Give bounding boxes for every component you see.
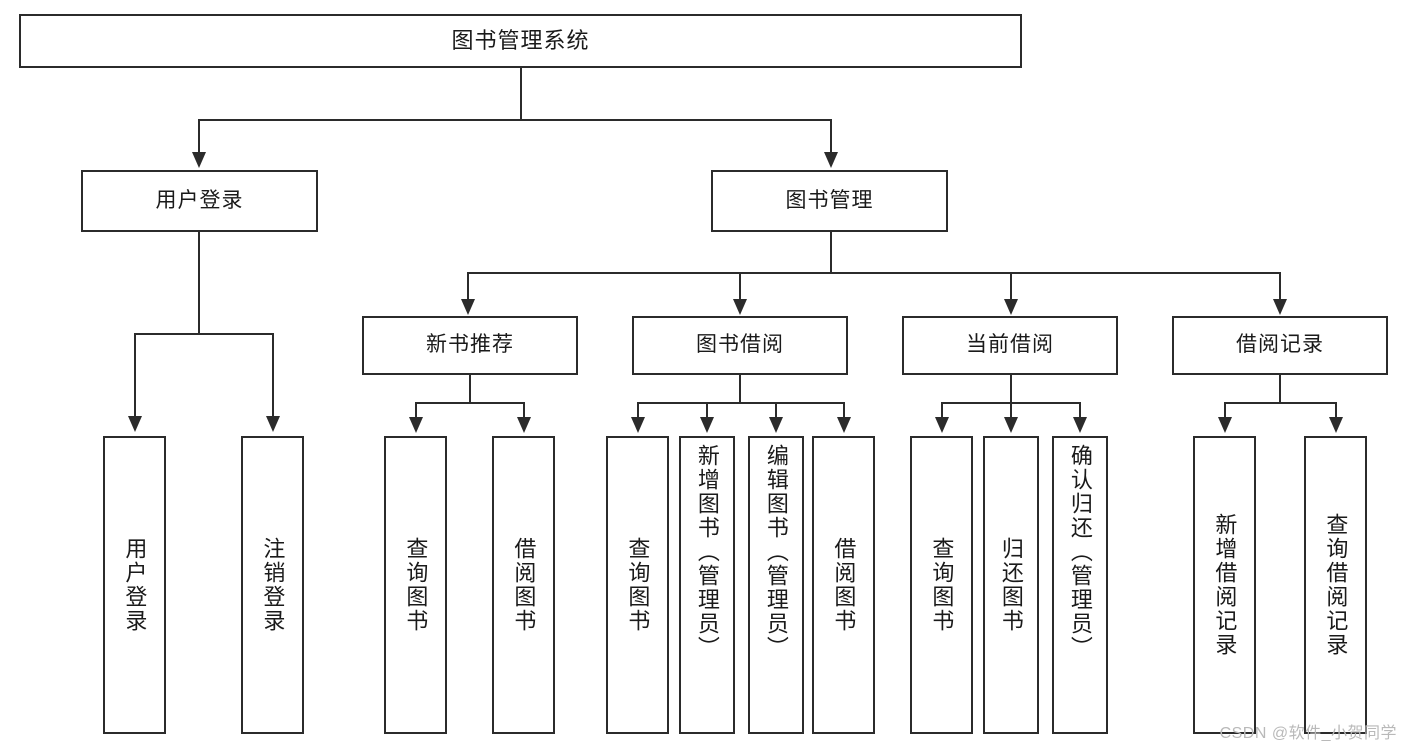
connector-drop-new-book bbox=[467, 272, 469, 300]
connector-drop-br-add bbox=[1224, 402, 1226, 418]
leaf-newbook-borrow-book[interactable]: 借阅图书 bbox=[492, 436, 555, 734]
connector-user-login-bus bbox=[134, 333, 272, 335]
connector-drop-bb-query bbox=[637, 402, 639, 418]
leaf-user-login[interactable]: 用户登录 bbox=[103, 436, 166, 734]
node-label: 查询图书 bbox=[929, 537, 955, 633]
connector-drop-nb-borrow bbox=[523, 402, 525, 418]
node-new-book-recommend[interactable]: 新书推荐 bbox=[362, 316, 578, 375]
arrowhead-borrow-record bbox=[1273, 299, 1287, 315]
leaf-record-query[interactable]: 查询借阅记录 bbox=[1304, 436, 1367, 734]
node-label: 查询图书 bbox=[625, 537, 651, 633]
connector-drop-user-login bbox=[198, 119, 200, 153]
leaf-newbook-query-book[interactable]: 查询图书 bbox=[384, 436, 447, 734]
node-label: 当前借阅 bbox=[966, 333, 1054, 357]
node-label: 新增图书（管理员） bbox=[694, 444, 720, 660]
connector-drop-cb-query bbox=[941, 402, 943, 418]
node-label: 查询图书 bbox=[403, 537, 429, 633]
leaf-borrow-add-book[interactable]: 新增图书（管理员） bbox=[679, 436, 735, 734]
node-label: 查询借阅记录 bbox=[1323, 513, 1349, 657]
connector-drop-bb-borrow bbox=[843, 402, 845, 418]
node-user-login[interactable]: 用户登录 bbox=[81, 170, 318, 232]
connector-borrow-record-bus bbox=[1224, 402, 1335, 404]
arrowhead-bb-add bbox=[700, 417, 714, 433]
node-label: 确认归还（管理员） bbox=[1067, 444, 1093, 660]
arrowhead-user-login bbox=[192, 152, 206, 168]
arrowhead-new-book bbox=[461, 299, 475, 315]
arrowhead-book-borrow bbox=[733, 299, 747, 315]
node-root-system[interactable]: 图书管理系统 bbox=[19, 14, 1022, 68]
connector-root-stem bbox=[520, 68, 522, 120]
connector-new-book-stem bbox=[469, 375, 471, 403]
connector-book-borrow-stem bbox=[739, 375, 741, 403]
node-label: 借阅图书 bbox=[831, 537, 857, 633]
arrowhead-cb-return bbox=[1004, 417, 1018, 433]
arrowhead-bb-query bbox=[631, 417, 645, 433]
arrowhead-bb-edit bbox=[769, 417, 783, 433]
node-label: 图书管理系统 bbox=[451, 28, 590, 54]
arrowhead-nb-borrow bbox=[517, 417, 531, 433]
arrowhead-br-add bbox=[1218, 417, 1232, 433]
leaf-record-add[interactable]: 新增借阅记录 bbox=[1193, 436, 1256, 734]
connector-drop-bb-edit bbox=[775, 402, 777, 418]
connector-new-book-bus bbox=[415, 402, 523, 404]
node-label: 借阅图书 bbox=[511, 537, 537, 633]
connector-drop-book-manage bbox=[830, 119, 832, 153]
node-label: 借阅记录 bbox=[1236, 333, 1324, 357]
connector-book-borrow-bus bbox=[637, 402, 845, 404]
node-label: 图书管理 bbox=[785, 188, 874, 212]
arrowhead-cb-query bbox=[935, 417, 949, 433]
node-label: 新增借阅记录 bbox=[1212, 513, 1238, 657]
connector-borrow-record-stem bbox=[1279, 375, 1281, 403]
node-book-borrow[interactable]: 图书借阅 bbox=[632, 316, 848, 375]
arrowhead-nb-query bbox=[409, 417, 423, 433]
arrowhead-bb-borrow bbox=[837, 417, 851, 433]
connector-current-borrow-stem bbox=[1010, 375, 1012, 403]
connector-drop-leaf-user-login bbox=[134, 333, 136, 417]
leaf-borrow-query-book[interactable]: 查询图书 bbox=[606, 436, 669, 734]
node-label: 用户登录 bbox=[122, 537, 148, 633]
leaf-logout[interactable]: 注销登录 bbox=[241, 436, 304, 734]
node-label: 编辑图书（管理员） bbox=[763, 444, 789, 660]
arrowhead-cb-confirm bbox=[1073, 417, 1087, 433]
connector-drop-leaf-logout bbox=[272, 333, 274, 417]
arrowhead-leaf-user-login bbox=[128, 416, 142, 432]
node-label: 图书借阅 bbox=[696, 333, 784, 357]
connector-drop-br-query bbox=[1335, 402, 1337, 418]
node-borrow-record[interactable]: 借阅记录 bbox=[1172, 316, 1388, 375]
node-book-management[interactable]: 图书管理 bbox=[711, 170, 948, 232]
arrowhead-leaf-logout bbox=[266, 416, 280, 432]
arrowhead-book-manage bbox=[824, 152, 838, 168]
node-label: 归还图书 bbox=[998, 537, 1024, 633]
connector-user-login-stem bbox=[198, 232, 200, 334]
connector-drop-bb-add bbox=[706, 402, 708, 418]
connector-level3-bus bbox=[467, 272, 1280, 274]
connector-drop-cb-return bbox=[1010, 402, 1012, 418]
leaf-borrow-edit-book[interactable]: 编辑图书（管理员） bbox=[748, 436, 804, 734]
connector-drop-book-borrow bbox=[739, 272, 741, 300]
connector-drop-nb-query bbox=[415, 402, 417, 418]
node-current-borrow[interactable]: 当前借阅 bbox=[902, 316, 1118, 375]
connector-book-manage-stem bbox=[830, 232, 832, 274]
connector-drop-current-borrow bbox=[1010, 272, 1012, 300]
connector-level2-bus bbox=[198, 119, 832, 121]
connector-drop-borrow-record bbox=[1279, 272, 1281, 300]
connector-drop-cb-confirm bbox=[1079, 402, 1081, 418]
leaf-current-confirm-return[interactable]: 确认归还（管理员） bbox=[1052, 436, 1108, 734]
leaf-borrow-borrow-book[interactable]: 借阅图书 bbox=[812, 436, 875, 734]
node-label: 新书推荐 bbox=[426, 333, 514, 357]
arrowhead-current-borrow bbox=[1004, 299, 1018, 315]
node-label: 用户登录 bbox=[155, 188, 244, 212]
node-label: 注销登录 bbox=[260, 537, 286, 633]
leaf-current-return-book[interactable]: 归还图书 bbox=[983, 436, 1039, 734]
arrowhead-br-query bbox=[1329, 417, 1343, 433]
leaf-current-query-book[interactable]: 查询图书 bbox=[910, 436, 973, 734]
